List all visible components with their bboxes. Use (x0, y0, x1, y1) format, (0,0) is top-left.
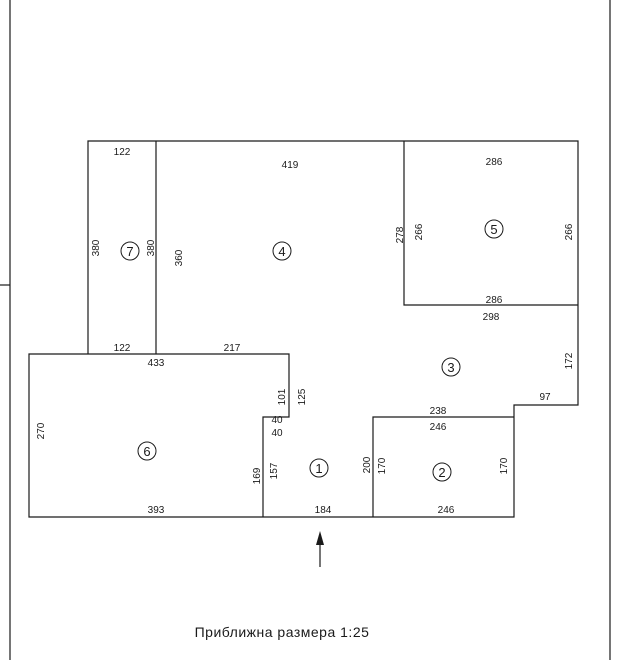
room-label-4: 4 (272, 241, 292, 261)
dim-label: 266 (564, 223, 575, 240)
room-number: 5 (490, 222, 497, 237)
dim-label: 380 (91, 239, 102, 256)
dim-label: 184 (315, 505, 332, 516)
dim-label: 125 (297, 388, 308, 405)
dim-label: 286 (486, 295, 503, 306)
dim-label: 419 (282, 160, 299, 171)
outer-wall (28, 140, 579, 518)
room-label-3: 3 (441, 357, 461, 377)
room-label-5: 5 (484, 219, 504, 239)
dim-label: 286 (486, 157, 503, 168)
dim-label: 170 (499, 457, 510, 474)
dim-label: 122 (114, 147, 131, 158)
wall-upper-lower (88, 353, 290, 426)
dim-label: 393 (148, 505, 165, 516)
dim-label: 97 (539, 392, 551, 403)
room-label-2: 2 (432, 462, 452, 482)
room-number: 3 (447, 360, 454, 375)
dim-label: 238 (430, 406, 447, 417)
dim-label: 246 (430, 422, 447, 433)
dim-label: 170 (377, 457, 388, 474)
dim-label: 246 (438, 505, 455, 516)
room-number: 7 (126, 244, 133, 259)
dim-label: 217 (224, 343, 241, 354)
room-number: 2 (438, 465, 445, 480)
scale-caption: Приближна размера 1:25 (195, 624, 370, 640)
room-label-7: 7 (120, 241, 140, 261)
dim-label: 433 (148, 358, 165, 369)
dim-label: 122 (114, 343, 131, 354)
wall-room-2 (372, 416, 514, 517)
wall-room-5 (403, 141, 578, 306)
dim-label: 298 (483, 312, 500, 323)
entrance-arrow-head (316, 531, 324, 545)
room-number: 6 (143, 444, 150, 459)
dim-label: 278 (395, 226, 406, 243)
room-label-6: 6 (137, 441, 157, 461)
dim-label: 40 (271, 428, 283, 439)
dim-label: 270 (36, 422, 47, 439)
room-label-1: 1 (309, 458, 329, 478)
dim-label: 266 (414, 223, 425, 240)
dim-label: 169 (252, 467, 263, 484)
dim-label: 380 (146, 239, 157, 256)
dim-label: 101 (277, 388, 288, 405)
dim-label: 40 (271, 415, 283, 426)
dim-label: 172 (564, 352, 575, 369)
room-number: 4 (278, 244, 285, 259)
dim-label: 360 (174, 249, 185, 266)
dim-label: 200 (362, 456, 373, 473)
room-number: 1 (315, 461, 322, 476)
dim-label: 157 (269, 462, 280, 479)
